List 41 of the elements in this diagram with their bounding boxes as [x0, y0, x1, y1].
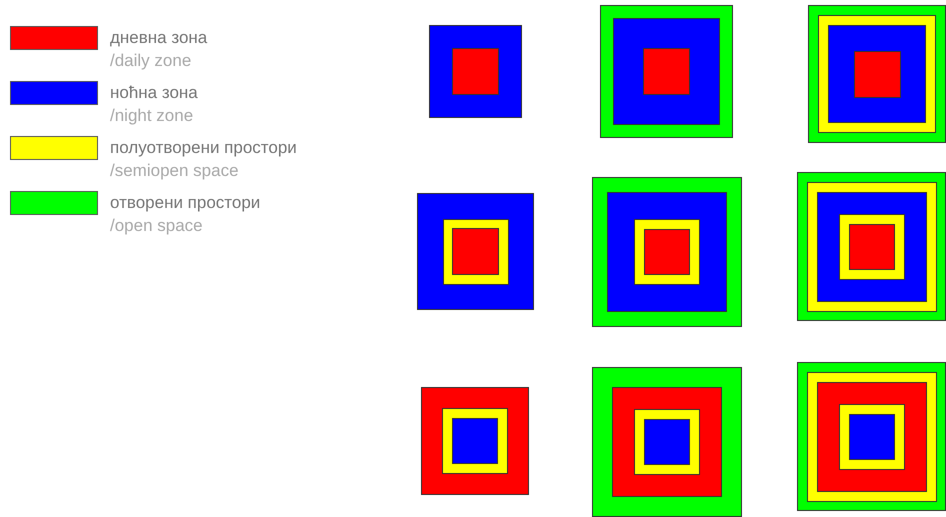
semiopen-space-square [838, 214, 904, 280]
semiopen-space-square [818, 15, 936, 133]
daily-zone-square [452, 228, 499, 275]
legend-translation: /semiopen space [110, 161, 239, 181]
daily-zone-square [848, 224, 894, 270]
legend-translation: /daily zone [110, 51, 192, 71]
semiopen-space-square [634, 219, 700, 285]
semiopen-space-square [806, 372, 936, 502]
daily-zone-square [452, 48, 499, 95]
legend-label: полуотворени простори [110, 138, 297, 158]
daily-zone-square [854, 50, 900, 98]
open-space-square [797, 362, 946, 511]
night-zone-square [644, 419, 690, 465]
semiopen-space-square [634, 409, 700, 475]
daily-zone-square [421, 387, 529, 495]
open-space-square [592, 367, 742, 517]
open-space-square [808, 5, 946, 143]
open-space-square [592, 177, 742, 327]
night-zone-square [429, 25, 522, 118]
daily-zone-square [612, 387, 722, 497]
legend-label: нoћна зона [110, 83, 198, 103]
daily-zone-square [816, 382, 926, 492]
night-zone-square [828, 25, 926, 123]
legend-translation: /night zone [110, 106, 194, 126]
daily-zone-square [643, 48, 690, 95]
legend-label: дневна зона [110, 28, 208, 48]
night-zone-square [607, 192, 727, 312]
daily-zone-square [644, 229, 690, 275]
night-zone-square [816, 192, 926, 302]
legend-translation: /open space [110, 216, 203, 236]
night-zone-square [613, 18, 720, 125]
legend-label: отворени простори [110, 193, 260, 213]
semiopen-space-square [442, 408, 508, 474]
semiopen-space-square [838, 404, 904, 470]
semiopen-space-square [806, 182, 936, 312]
night-zone-square [848, 414, 894, 460]
night-zone-square [417, 193, 534, 310]
semiopen-space-square [442, 218, 508, 284]
open-space-square [797, 172, 946, 321]
open-space-square [600, 5, 733, 138]
night-zone-square [452, 418, 498, 464]
